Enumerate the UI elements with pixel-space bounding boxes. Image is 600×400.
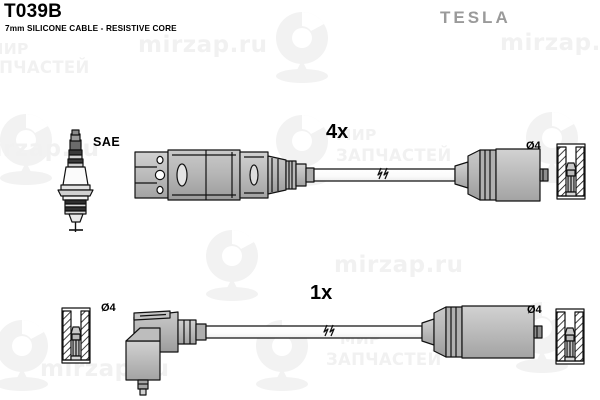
diameter-label-top-right: Ø4 xyxy=(526,140,541,152)
sae-label: SAE xyxy=(93,135,121,149)
spark-plug-drawing xyxy=(57,129,94,232)
diameter-label-bottom-left: Ø4 xyxy=(101,302,116,314)
quantity-label-4x: 4x xyxy=(326,121,349,143)
terminal-section-bottom-left xyxy=(61,307,91,364)
part-description: 7mm SILICONE CABLE - RESISTIVE CORE xyxy=(5,24,177,33)
cable-assembly-1x-drawing xyxy=(125,305,543,396)
diameter-label-bottom-right: Ø4 xyxy=(527,304,542,316)
terminal-section-bottom-right xyxy=(555,308,585,365)
brand-logo-tesla: TESLA xyxy=(440,8,511,27)
cable-assembly-4x-drawing xyxy=(134,148,549,202)
terminal-section-top-right xyxy=(556,143,586,200)
part-number: T039B xyxy=(4,1,63,22)
quantity-label-1x: 1x xyxy=(310,282,333,304)
